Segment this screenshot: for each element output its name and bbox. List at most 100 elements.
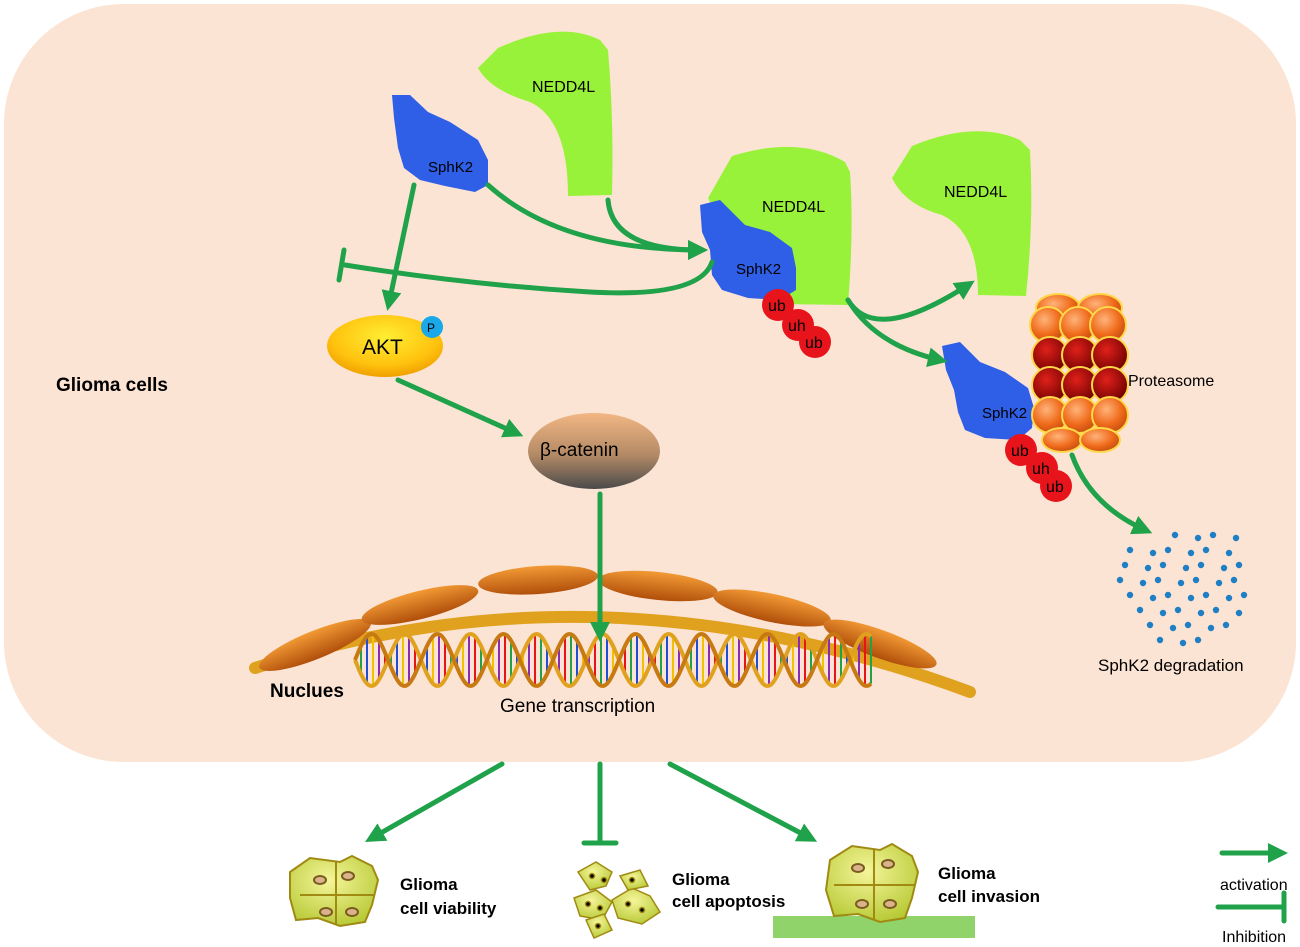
degradation-dot xyxy=(1116,576,1124,584)
akt-label: AKT xyxy=(362,336,403,359)
degradation-dot xyxy=(1194,636,1202,644)
degradation-dot xyxy=(1182,564,1190,572)
degradation-dot xyxy=(1225,549,1233,557)
sphk2-label-free: SphK2 xyxy=(428,159,473,176)
degradation-dot xyxy=(1187,594,1195,602)
legend-inhibition-label: Inhibition xyxy=(1222,929,1286,946)
sphk2-degradation-dots xyxy=(1116,531,1248,647)
degradation-dot xyxy=(1156,636,1164,644)
degradation-dot xyxy=(1149,594,1157,602)
sphk2-degradation-label: SphK2 degradation xyxy=(1098,656,1244,675)
degradation-dot xyxy=(1215,579,1223,587)
ub-label: ub xyxy=(768,298,786,315)
sphk2-protein-free xyxy=(392,95,488,192)
invasion-matrix-bar xyxy=(773,916,975,938)
degradation-dot xyxy=(1202,546,1210,554)
ub-label: ub xyxy=(1011,443,1029,460)
nedd4l-label-complex: NEDD4L xyxy=(762,199,825,216)
arrow-to-cell-viability xyxy=(365,761,505,842)
degradation-dot xyxy=(1240,591,1248,599)
sphk2-label-complex: SphK2 xyxy=(736,261,781,278)
degradation-dot xyxy=(1207,624,1215,632)
akt-protein xyxy=(327,315,443,377)
degradation-dot xyxy=(1121,561,1129,569)
degradation-dot xyxy=(1202,591,1210,599)
arrow-complex-to-proteasome xyxy=(845,297,948,368)
nedd4l-protein-top xyxy=(478,31,613,196)
degradation-dot xyxy=(1164,591,1172,599)
arrow-proteasome-to-degradation xyxy=(1069,452,1153,535)
degradation-dot xyxy=(1169,624,1177,632)
degradation-dot xyxy=(1197,561,1205,569)
nedd4l-protein-complex xyxy=(708,146,852,305)
cell-viability-label-line1: Glioma xyxy=(400,875,458,894)
arrow-sphk2-to-akt xyxy=(381,182,417,311)
degradation-dot xyxy=(1177,579,1185,587)
proteasome-label: Proteasome xyxy=(1128,373,1214,390)
nedd4l-label-released: NEDD4L xyxy=(944,184,1007,201)
degradation-dot xyxy=(1146,621,1154,629)
inhibition-bar-akt-pathway xyxy=(336,247,347,283)
degradation-dot xyxy=(1230,576,1238,584)
cell-apoptosis-icon xyxy=(573,861,662,939)
cell-invasion-icon xyxy=(824,842,920,924)
degradation-dot xyxy=(1126,591,1134,599)
degradation-dot xyxy=(1126,546,1134,554)
degradation-dot xyxy=(1179,639,1187,647)
degradation-dot xyxy=(1136,606,1144,614)
degradation-dot xyxy=(1187,549,1195,557)
arrow-to-cell-invasion xyxy=(667,761,818,842)
degradation-dot xyxy=(1149,549,1157,557)
degradation-dot xyxy=(1171,531,1179,539)
ub-label: uh xyxy=(788,318,806,335)
degradation-dot xyxy=(1139,579,1147,587)
beta-catenin-protein xyxy=(528,413,660,489)
cell-invasion-label-line1: Glioma xyxy=(938,864,996,883)
degradation-dot xyxy=(1220,564,1228,572)
cell-viability-icon xyxy=(289,854,380,928)
degradation-dot xyxy=(1159,609,1167,617)
degradation-dot xyxy=(1197,609,1205,617)
glioma-cells-label: Glioma cells xyxy=(56,375,168,396)
beta-catenin-label: β-catenin xyxy=(540,440,619,461)
cell-apoptosis-label-line2: cell apoptosis xyxy=(672,892,785,911)
dna-strand xyxy=(353,631,873,689)
ubiquitin-chain-proteasome: ub uh ub xyxy=(1005,434,1072,502)
phosphate-marker xyxy=(421,316,443,338)
sphk2-protein-complex xyxy=(700,200,796,300)
degradation-dot xyxy=(1212,606,1220,614)
degradation-dot xyxy=(1232,534,1240,542)
degradation-dot xyxy=(1209,531,1217,539)
ub-label: ub xyxy=(1046,479,1064,496)
degradation-dot xyxy=(1192,576,1200,584)
arrow-nedd4l-to-complex xyxy=(605,197,708,260)
cell-apoptosis-label-line1: Glioma xyxy=(672,870,730,889)
degradation-dot xyxy=(1235,609,1243,617)
degradation-dot xyxy=(1235,561,1243,569)
ubiquitin-chain-complex: ub uh ub xyxy=(762,289,831,358)
degradation-dot xyxy=(1184,621,1192,629)
sphk2-label-proteasome: SphK2 xyxy=(982,405,1027,422)
ub-label: ub xyxy=(805,335,823,352)
degradation-dot xyxy=(1194,534,1202,542)
degradation-dot xyxy=(1159,561,1167,569)
proteasome xyxy=(1029,293,1129,453)
degradation-dot xyxy=(1225,594,1233,602)
ub-label: uh xyxy=(1032,461,1050,478)
nedd4l-label-top: NEDD4L xyxy=(532,79,595,96)
nedd4l-protein-released xyxy=(892,131,1032,296)
degradation-dot xyxy=(1164,546,1172,554)
inhibition-complex-to-akt-path xyxy=(342,259,715,296)
degradation-dot xyxy=(1144,564,1152,572)
phosphate-label: P xyxy=(427,321,435,335)
cell-viability-label-line2: cell viability xyxy=(400,899,497,918)
cell-invasion-label-line2: cell invasion xyxy=(938,887,1040,906)
sphk2-protein-proteasome xyxy=(942,342,1034,440)
gene-transcription-label: Gene transcription xyxy=(500,696,655,717)
dna-helix xyxy=(353,631,873,689)
nucleus-label: Nuclues xyxy=(270,681,344,702)
arrow-akt-to-beta-catenin xyxy=(395,377,524,438)
legend-activation-label: activation xyxy=(1220,877,1288,894)
degradation-dot xyxy=(1174,606,1182,614)
